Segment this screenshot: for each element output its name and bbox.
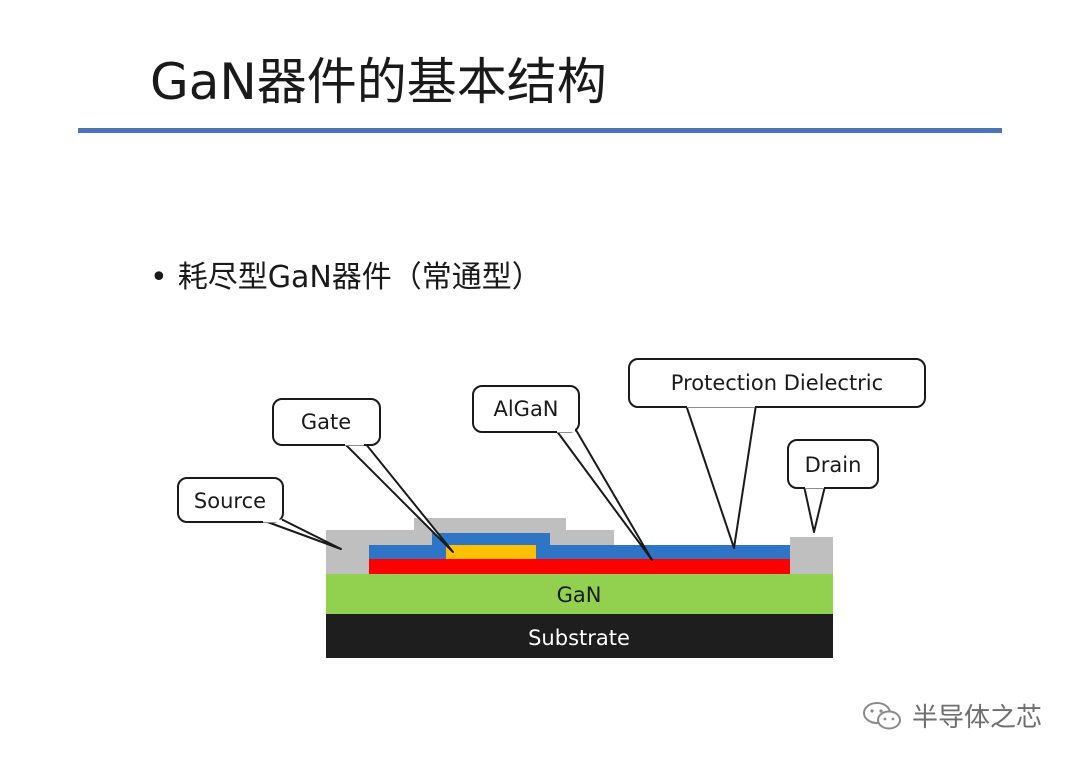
- watermark: 半导体之芯: [862, 697, 1042, 734]
- gan-layer: [326, 574, 833, 614]
- protection-callout: [628, 358, 926, 408]
- bullet-marker: •: [150, 260, 168, 295]
- algan-callout: [472, 385, 580, 433]
- drain-callout-pointer: [803, 485, 826, 533]
- watermark-text: 半导体之芯: [911, 703, 1042, 733]
- gate-label: Gate: [301, 410, 351, 434]
- source-callout: [177, 477, 284, 523]
- drain-label: Drain: [805, 453, 862, 477]
- algan-label: AlGaN: [493, 397, 558, 421]
- algan-layer: [369, 559, 790, 574]
- title-divider: [78, 128, 1002, 133]
- protection-label: Protection Dielectric: [671, 371, 883, 395]
- gate-metal: [446, 545, 536, 559]
- bullet-item: • 耗尽型GaN器件（常通型）: [150, 252, 542, 296]
- drain-callout: [787, 439, 879, 489]
- gate-callout: [272, 398, 381, 446]
- substrate-layer: [326, 614, 833, 658]
- drain-contact: [790, 537, 833, 574]
- wechat-icon: [862, 701, 901, 729]
- gan-label: GaN: [557, 583, 602, 607]
- bullet-text: 耗尽型GaN器件（常通型）: [177, 260, 542, 295]
- source-contact: [326, 530, 369, 574]
- substrate-label: Substrate: [528, 626, 630, 650]
- slide-title: GaN器件的基本结构: [150, 53, 607, 111]
- protection-callout-pointer: [685, 404, 757, 549]
- source-label: Source: [194, 489, 266, 513]
